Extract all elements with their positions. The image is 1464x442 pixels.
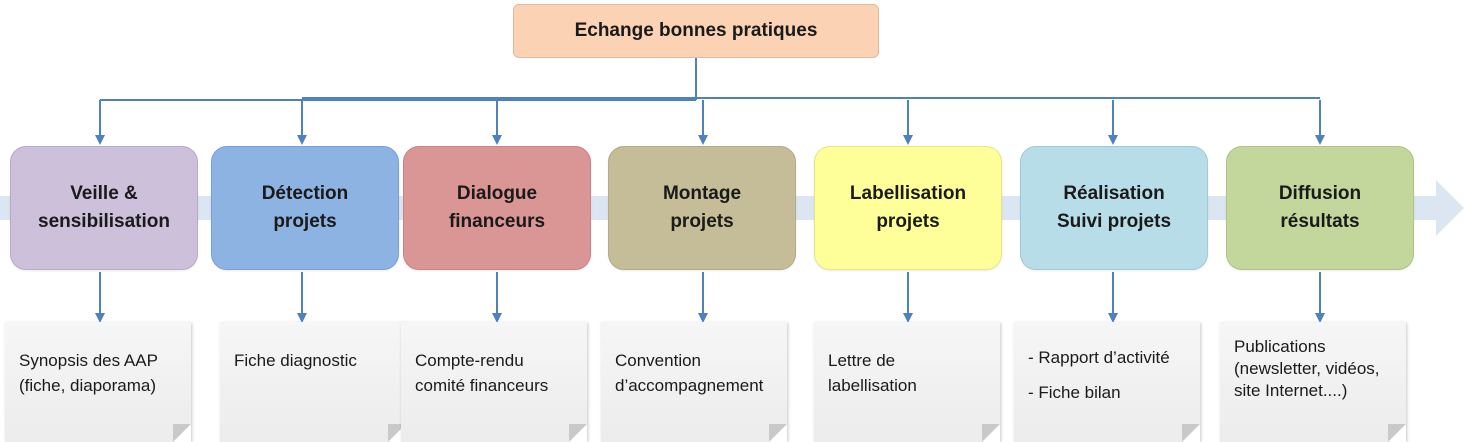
output-text: site Internet....) <box>1234 381 1348 400</box>
output-note: Compte-rendu comité financeurs <box>401 322 587 442</box>
stage-box: Détection projets <box>211 146 399 270</box>
output-note: Publications (newsletter, vidéos, site Int… <box>1220 322 1406 442</box>
top-box: Echange bonnes pratiques <box>513 4 879 58</box>
stage-box: Labellisation projets <box>814 146 1002 270</box>
stage-label: projets <box>670 211 734 232</box>
stage-label: Labellisation <box>849 183 967 204</box>
output-note: Lettre de labellisation <box>814 322 1000 442</box>
page-curl-icon <box>769 424 787 442</box>
stage-box: Veille & sensibilisation <box>10 146 198 270</box>
stage-label: Montage <box>662 183 742 204</box>
stage-label: Diffusion <box>1278 183 1362 204</box>
stage-label: Veille & <box>70 183 138 204</box>
output-text: (newsletter, vidéos, <box>1234 359 1380 378</box>
output-note: Synopsis des AAP (fiche, diaporama) <box>5 322 191 442</box>
page-curl-icon <box>1388 424 1406 442</box>
stage-box: Montage projets <box>608 146 796 270</box>
output-text: Synopsis des AAP <box>19 351 158 370</box>
page-curl-icon <box>1182 424 1200 442</box>
output-text: Compte-rendu <box>415 351 524 370</box>
output-text: labellisation <box>828 376 917 395</box>
output-note: - Rapport d’activité - Fiche bilan <box>1014 322 1200 442</box>
output-text: Convention <box>615 351 702 370</box>
page-curl-icon <box>982 424 1000 442</box>
stage-box: Dialogue financeurs <box>403 146 591 270</box>
page-curl-icon <box>569 424 587 442</box>
stage-label: Suivi projets <box>1056 211 1172 232</box>
output-text: (fiche, diaporama) <box>19 376 157 395</box>
top-box-label: Echange bonnes pratiques <box>574 20 818 41</box>
output-text: Lettre de <box>828 351 896 370</box>
output-text: Fiche diagnostic <box>234 351 357 370</box>
output-text: - Fiche bilan <box>1028 383 1121 402</box>
output-text: comité financeurs <box>415 376 549 395</box>
output-note: Convention d’accompagnement <box>601 322 787 442</box>
stage-label: sensibilisation <box>38 211 170 232</box>
stage-label: Réalisation <box>1063 183 1165 204</box>
output-text: Publications <box>1234 337 1326 356</box>
stage-label: projets <box>876 211 940 232</box>
stage-label: projets <box>273 211 337 232</box>
stage-box: Diffusion résultats <box>1226 146 1414 270</box>
output-text: - Rapport d’activité <box>1028 348 1170 367</box>
output-text: d’accompagnement <box>615 376 764 395</box>
stage-label: financeurs <box>448 211 546 232</box>
page-curl-icon <box>173 424 191 442</box>
stage-label: Dialogue <box>456 183 538 204</box>
stage-label: résultats <box>1280 211 1360 232</box>
output-note: Fiche diagnostic <box>220 322 406 442</box>
stage-label: Détection <box>261 183 349 204</box>
